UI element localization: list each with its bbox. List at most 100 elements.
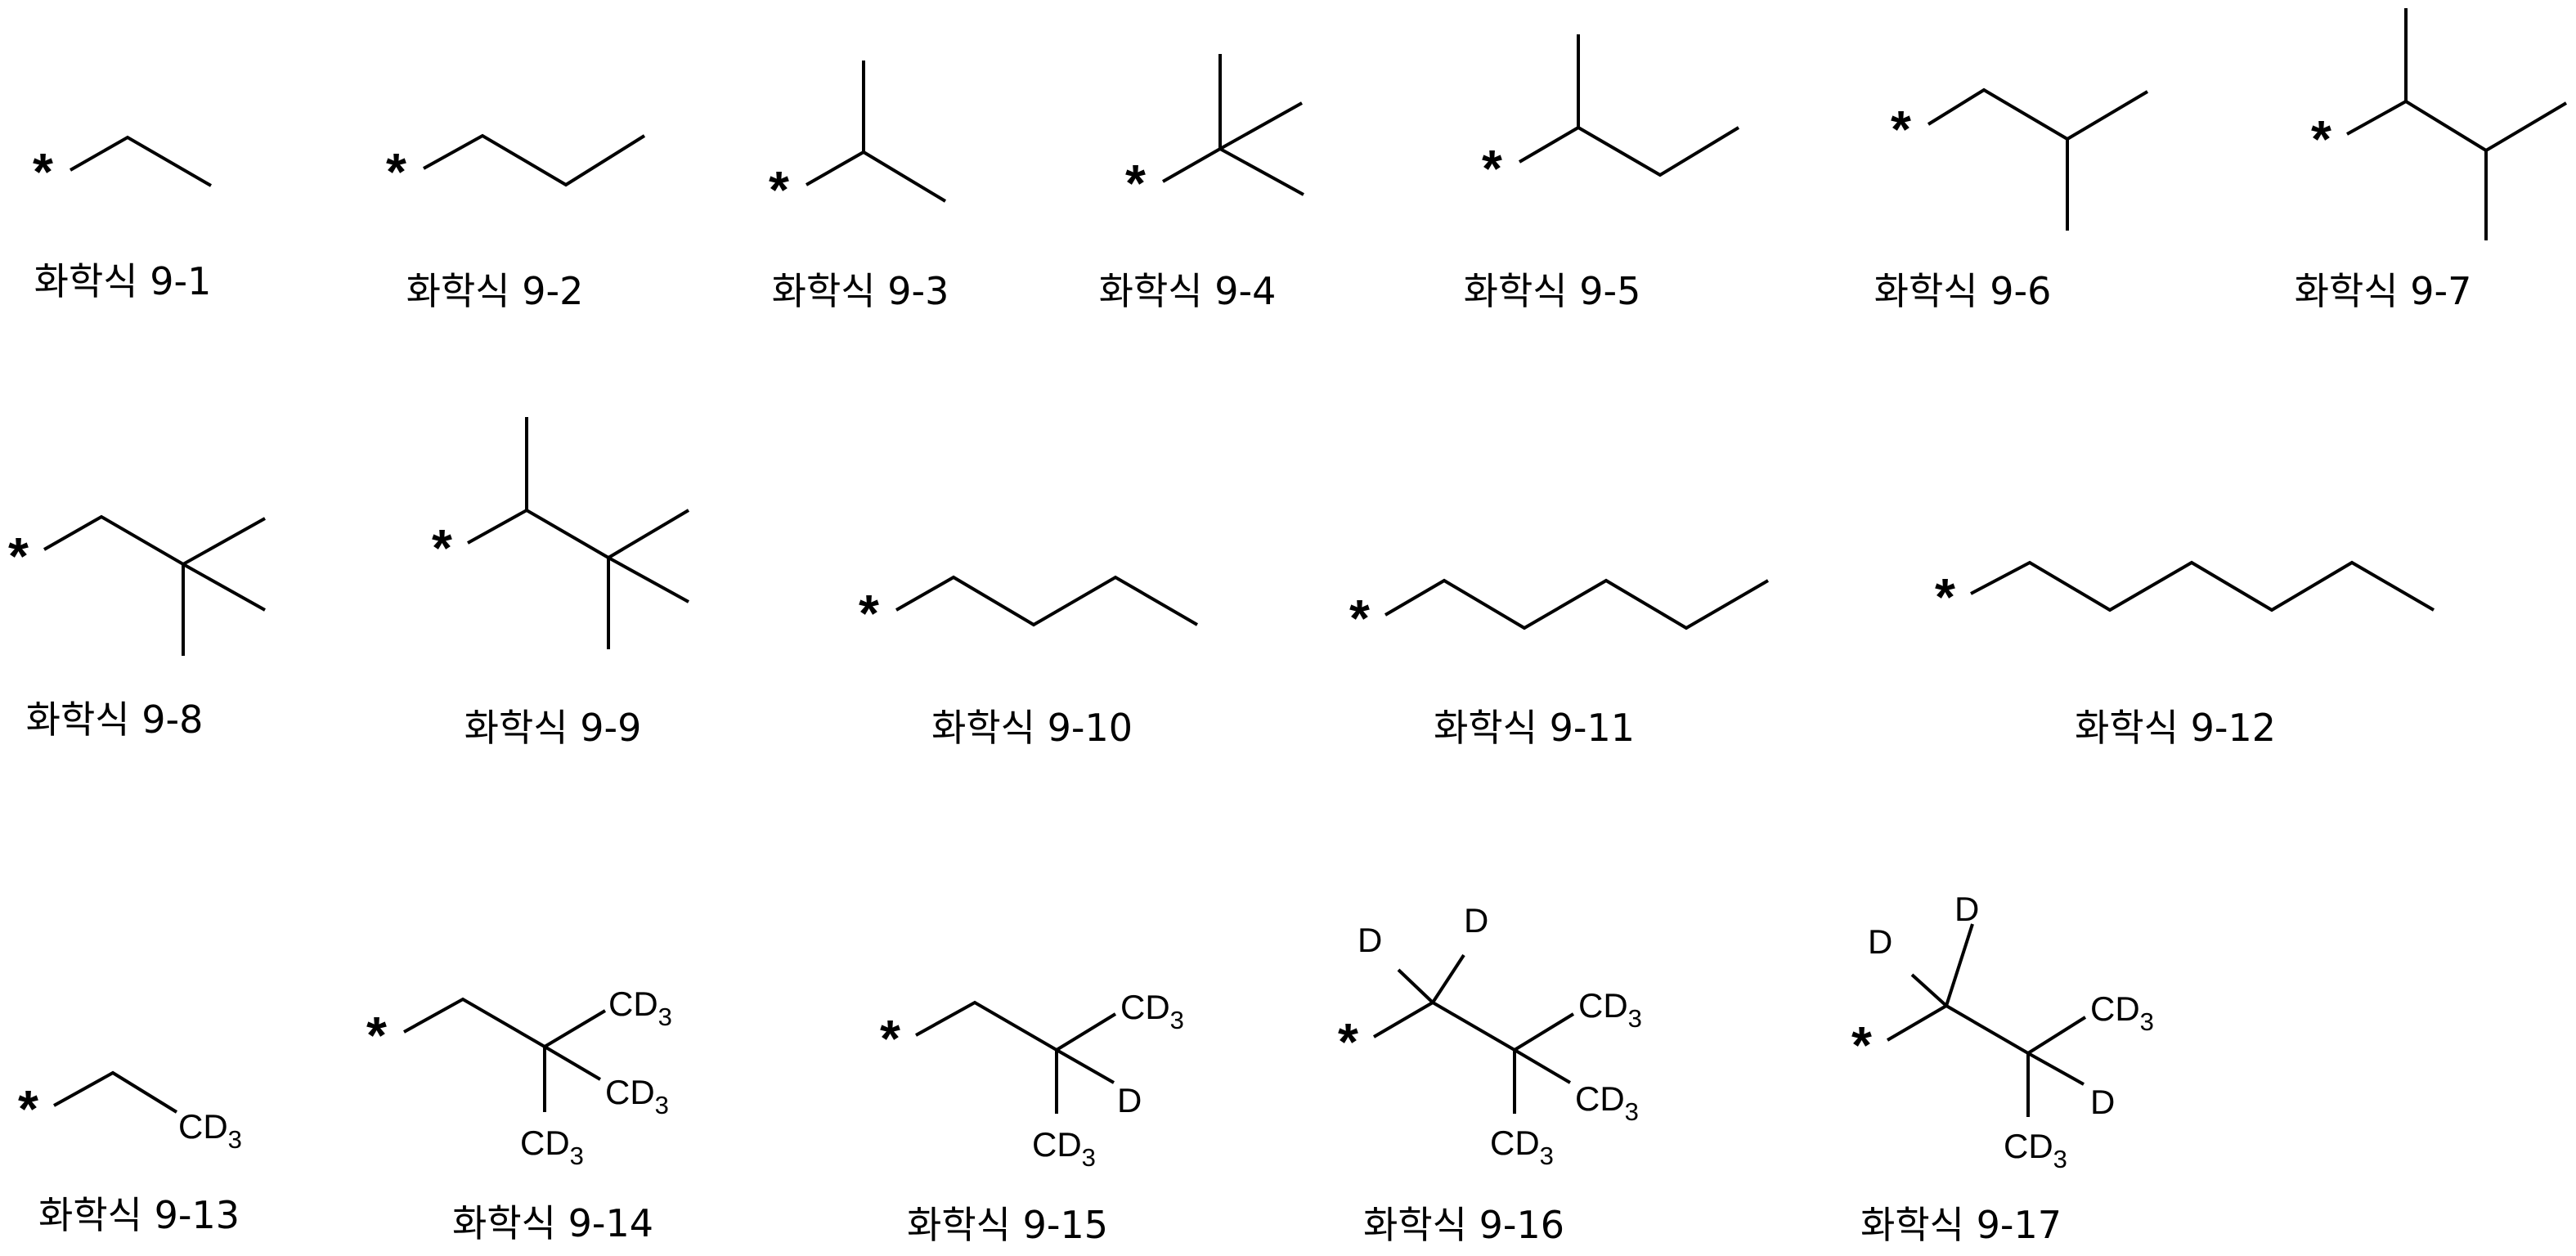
bond-chain bbox=[1519, 128, 1739, 175]
attachment-point: * bbox=[880, 1009, 900, 1068]
label-d: D bbox=[1868, 922, 1892, 961]
formula-9-13: * CD3 화학식 9-13 bbox=[18, 1073, 242, 1237]
formula-9-6: * 화학식 9-6 bbox=[1874, 90, 2147, 313]
formula-9-9: * 화학식 9-9 bbox=[432, 417, 689, 750]
attachment-point: * bbox=[769, 160, 789, 219]
label-cd3: CD3 bbox=[608, 985, 672, 1031]
bond-cd3-up bbox=[2028, 1017, 2085, 1053]
label-d: D bbox=[1117, 1081, 1142, 1119]
label-cd3: CD3 bbox=[178, 1107, 242, 1154]
bond-deuterium bbox=[1057, 1050, 1114, 1083]
attachment-point: * bbox=[386, 142, 406, 201]
caption-9-5: 화학식 9-5 bbox=[1464, 269, 1641, 313]
bond-chain bbox=[1385, 581, 1768, 628]
formula-9-3: * 화학식 9-3 bbox=[769, 61, 949, 313]
label-cd3: CD3 bbox=[1490, 1124, 1554, 1170]
formula-9-10: * 화학식 9-10 bbox=[859, 577, 1197, 750]
bond-chain bbox=[54, 1073, 177, 1112]
attachment-point: * bbox=[1338, 1012, 1358, 1071]
attachment-point: * bbox=[18, 1079, 38, 1138]
attachment-point: * bbox=[2311, 110, 2331, 168]
label-d: D bbox=[1464, 901, 1488, 940]
attachment-point: * bbox=[432, 518, 452, 577]
caption-9-7: 화학식 9-7 bbox=[2295, 269, 2472, 313]
caption-9-13: 화학식 9-13 bbox=[38, 1193, 240, 1237]
bond-chain bbox=[1971, 563, 2434, 610]
formula-9-17: * D D CD3 D CD3 화학식 9-17 bbox=[1851, 890, 2154, 1247]
attachment-point: * bbox=[366, 1006, 387, 1065]
attachment-point: * bbox=[33, 142, 53, 201]
attachment-point: * bbox=[1891, 100, 1911, 159]
bond-chain bbox=[916, 1003, 1057, 1050]
bond-deuterium bbox=[2028, 1053, 2084, 1084]
bond-cd3-right bbox=[545, 1047, 600, 1079]
formula-9-8: * 화학식 9-8 bbox=[8, 517, 265, 742]
bond-chain bbox=[1887, 1006, 2028, 1053]
bond-cd3-up bbox=[1057, 1014, 1115, 1050]
bond-deuterium-up bbox=[1946, 924, 1972, 1006]
caption-9-3: 화학식 9-3 bbox=[772, 269, 949, 313]
attachment-point: * bbox=[1935, 567, 1955, 626]
label-d: D bbox=[1358, 921, 1382, 959]
formula-9-4: * 화학식 9-4 bbox=[1099, 54, 1304, 313]
attachment-point: * bbox=[1482, 139, 1502, 198]
bond-methyl-down-right bbox=[183, 564, 265, 610]
label-cd3: CD3 bbox=[605, 1073, 669, 1119]
bond-cd3-up bbox=[545, 1011, 605, 1047]
label-cd3: CD3 bbox=[2004, 1127, 2067, 1173]
label-cd3: CD3 bbox=[520, 1124, 584, 1170]
bond-methyl-down bbox=[1220, 149, 1304, 195]
attachment-point: * bbox=[1851, 1016, 1872, 1074]
bond-deuterium-left bbox=[1398, 970, 1433, 1003]
bond-chain bbox=[1928, 90, 2147, 139]
label-cd3: CD3 bbox=[1578, 986, 1642, 1033]
label-cd3: CD3 bbox=[1575, 1079, 1639, 1126]
formula-9-15: * CD3 D CD3 화학식 9-15 bbox=[880, 988, 1184, 1247]
label-d: D bbox=[1954, 890, 1979, 928]
caption-9-9: 화학식 9-9 bbox=[464, 706, 642, 750]
label-d: D bbox=[2090, 1083, 2115, 1121]
caption-9-14: 화학식 9-14 bbox=[452, 1201, 653, 1245]
attachment-point: * bbox=[8, 527, 29, 585]
attachment-point: * bbox=[1125, 154, 1146, 213]
caption-9-16: 화학식 9-16 bbox=[1363, 1203, 1564, 1247]
bond-chain bbox=[896, 577, 1197, 625]
bond-deuterium-left bbox=[1912, 975, 1946, 1006]
formula-9-5: * 화학식 9-5 bbox=[1464, 34, 1739, 313]
formula-9-11: * 화학식 9-11 bbox=[1349, 581, 1768, 750]
caption-9-8: 화학식 9-8 bbox=[26, 698, 204, 742]
bond-cd3-right bbox=[1515, 1050, 1570, 1083]
formula-9-2: * 화학식 9-2 bbox=[386, 136, 644, 313]
bond-chain bbox=[806, 152, 945, 201]
label-cd3: CD3 bbox=[1032, 1125, 1096, 1172]
caption-9-1: 화학식 9-1 bbox=[34, 259, 212, 303]
formula-9-14: * CD3 CD3 CD3 화학식 9-14 bbox=[366, 985, 672, 1245]
caption-9-12: 화학식 9-12 bbox=[2075, 706, 2276, 750]
caption-9-10: 화학식 9-10 bbox=[931, 706, 1133, 750]
caption-9-15: 화학식 9-15 bbox=[907, 1203, 1108, 1247]
bond-chain bbox=[468, 510, 689, 558]
bond-deuterium-up bbox=[1433, 955, 1464, 1003]
bond-cd3-up bbox=[1515, 1014, 1573, 1050]
bond-chain bbox=[44, 517, 265, 564]
label-cd3: CD3 bbox=[2090, 989, 2154, 1036]
caption-9-11: 화학식 9-11 bbox=[1434, 706, 1635, 750]
caption-9-4: 화학식 9-4 bbox=[1099, 269, 1277, 313]
bond-chain bbox=[1163, 103, 1302, 182]
bond-methyl-down-right bbox=[608, 558, 689, 602]
formula-9-7: * 화학식 9-7 bbox=[2295, 8, 2566, 313]
label-cd3: CD3 bbox=[1120, 988, 1184, 1034]
caption-9-2: 화학식 9-2 bbox=[406, 269, 584, 313]
bond-chain bbox=[70, 137, 211, 186]
caption-9-17: 화학식 9-17 bbox=[1860, 1203, 2062, 1247]
bond-chain bbox=[404, 999, 545, 1047]
attachment-point: * bbox=[859, 584, 879, 643]
formula-9-16: * D D CD3 CD3 CD3 화학식 9-16 bbox=[1338, 901, 1642, 1247]
formula-9-1: * 화학식 9-1 bbox=[33, 137, 211, 303]
bond-chain bbox=[2347, 101, 2566, 150]
caption-9-6: 화학식 9-6 bbox=[1874, 269, 2052, 313]
bond-chain bbox=[1374, 1003, 1515, 1050]
attachment-point: * bbox=[1349, 589, 1370, 648]
